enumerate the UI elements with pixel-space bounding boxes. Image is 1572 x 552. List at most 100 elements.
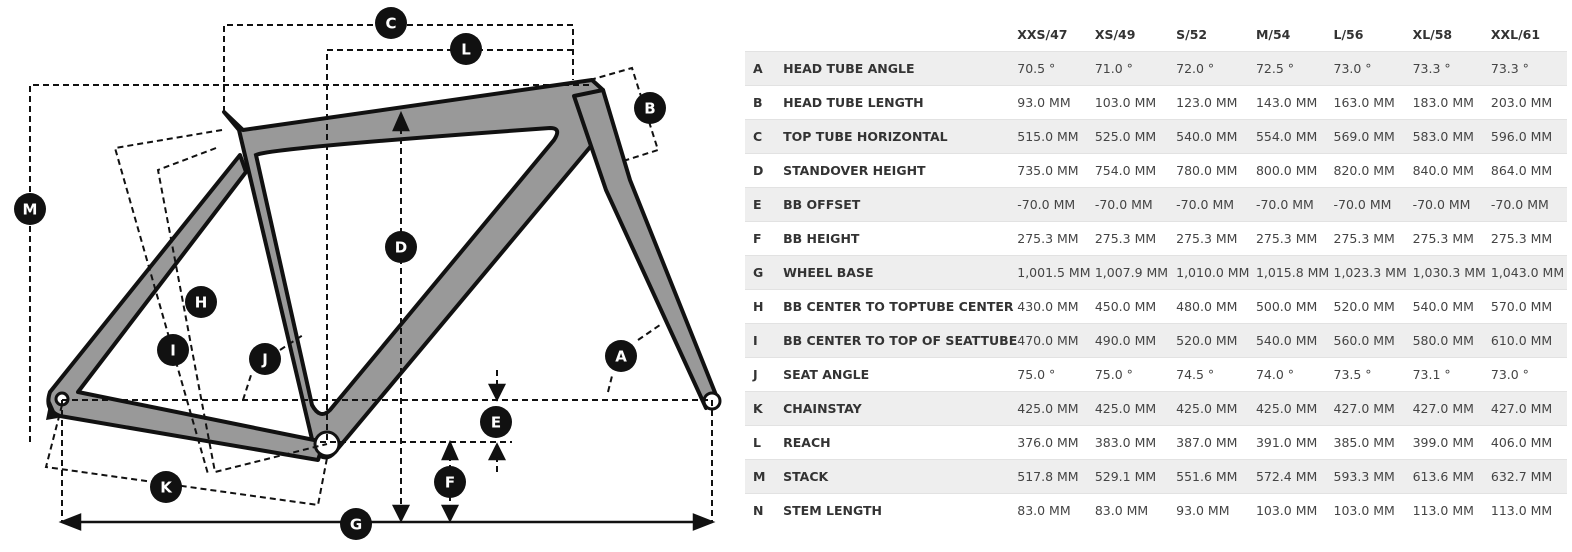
row-value: 560.0 MM: [1333, 332, 1395, 348]
svg-text:H: H: [195, 294, 208, 312]
dim-line-k: [44, 404, 328, 507]
row-value: 570.0 MM: [1490, 298, 1553, 314]
row-value: 406.0 MM: [1490, 434, 1553, 450]
row-value: 1,023.3 MM: [1333, 264, 1407, 280]
row-value: 74.5 °: [1176, 366, 1215, 382]
svg-text:M: M: [23, 201, 38, 219]
row-value: -70.0 MM: [1017, 196, 1076, 212]
row-measurement-name: HEAD TUBE ANGLE: [783, 60, 915, 76]
row-value: 554.0 MM: [1255, 128, 1318, 144]
row-value: 385.0 MM: [1333, 434, 1395, 450]
row-value: 735.0 MM: [1017, 162, 1079, 178]
row-value: 425.0 MM: [1094, 400, 1157, 416]
row-value: 427.0 MM: [1490, 400, 1553, 416]
arrow-f-bottom: [440, 504, 460, 523]
row-value: 569.0 MM: [1333, 128, 1395, 144]
row-value: 73.3 °: [1490, 60, 1529, 76]
row-value: 580.0 MM: [1412, 332, 1474, 348]
row-value: 387.0 MM: [1176, 434, 1238, 450]
row-value: 780.0 MM: [1176, 162, 1238, 178]
row-value: 517.8 MM: [1017, 468, 1079, 484]
marker-i: I: [157, 334, 189, 366]
row-letter: G: [753, 264, 764, 280]
svg-text:F: F: [445, 474, 455, 492]
row-letter: C: [753, 128, 763, 144]
frame-inner-opening: [253, 125, 560, 416]
marker-m: M: [14, 193, 46, 225]
row-value: 540.0 MM: [1176, 128, 1238, 144]
row-letter: M: [753, 468, 766, 484]
header-letter-blank: [745, 18, 783, 51]
row-value: 1,030.3 MM: [1412, 264, 1486, 280]
row-value: -70.0 MM: [1176, 196, 1235, 212]
row-value: 163.0 MM: [1333, 94, 1395, 110]
row-value: 73.0 °: [1490, 366, 1529, 382]
marker-e: E: [480, 406, 512, 438]
header-name-blank: [783, 18, 1017, 51]
row-measurement-name: WHEEL BASE: [783, 264, 874, 280]
row-measurement-name: STACK: [783, 468, 829, 484]
row-value: 103.0 MM: [1333, 502, 1395, 518]
row-value: 103.0 MM: [1094, 94, 1157, 110]
row-value: 470.0 MM: [1017, 332, 1079, 348]
row-value: 520.0 MM: [1333, 298, 1395, 314]
row-value: 72.0 °: [1176, 60, 1215, 76]
row-value: -70.0 MM: [1094, 196, 1153, 212]
row-value: 540.0 MM: [1255, 332, 1318, 348]
dim-line-j: [242, 334, 304, 401]
row-value: 425.0 MM: [1255, 400, 1318, 416]
row-value: 74.0 °: [1255, 366, 1294, 382]
row-value: 73.0 °: [1333, 60, 1372, 76]
row-value: 864.0 MM: [1490, 162, 1553, 178]
row-value: 593.3 MM: [1333, 468, 1395, 484]
size-header-xs-49: XS/49: [1094, 26, 1136, 42]
marker-c: C: [375, 7, 407, 39]
row-value: 73.1 °: [1412, 366, 1451, 382]
svg-text:B: B: [644, 100, 655, 118]
arrow-f-top: [441, 439, 459, 461]
marker-k: K: [150, 471, 182, 503]
row-value: -70.0 MM: [1333, 196, 1392, 212]
row-measurement-name: SEAT ANGLE: [783, 366, 870, 382]
row-value: 529.1 MM: [1094, 468, 1157, 484]
row-value: 540.0 MM: [1412, 298, 1474, 314]
svg-text:J: J: [261, 351, 268, 369]
row-value: 596.0 MM: [1490, 128, 1553, 144]
svg-text:A: A: [615, 348, 627, 366]
row-letter: D: [753, 162, 764, 178]
svg-text:I: I: [170, 342, 176, 360]
row-value: 515.0 MM: [1017, 128, 1079, 144]
row-value: 275.3 MM: [1412, 230, 1474, 246]
row-value: 450.0 MM: [1094, 298, 1157, 314]
row-letter: A: [753, 60, 763, 76]
row-value: 425.0 MM: [1017, 400, 1079, 416]
row-value: 754.0 MM: [1094, 162, 1157, 178]
row-value: 275.3 MM: [1094, 230, 1157, 246]
row-value: 480.0 MM: [1176, 298, 1238, 314]
row-measurement-name: BB HEIGHT: [783, 230, 860, 246]
row-value: 1,010.0 MM: [1176, 264, 1250, 280]
size-header-s-52: S/52: [1176, 26, 1208, 42]
row-value: 275.3 MM: [1333, 230, 1395, 246]
row-value: 632.7 MM: [1490, 468, 1553, 484]
row-value: 1,043.0 MM: [1490, 264, 1565, 280]
row-measurement-name: BB CENTER TO TOP OF SEATTUBE: [783, 332, 1018, 348]
row-letter: F: [753, 230, 762, 246]
row-letter: N: [753, 502, 764, 518]
svg-text:D: D: [395, 239, 407, 257]
row-value: 583.0 MM: [1412, 128, 1474, 144]
size-header-l-56: L/56: [1333, 26, 1364, 42]
row-value: 551.6 MM: [1176, 468, 1238, 484]
row-letter: K: [753, 400, 763, 416]
